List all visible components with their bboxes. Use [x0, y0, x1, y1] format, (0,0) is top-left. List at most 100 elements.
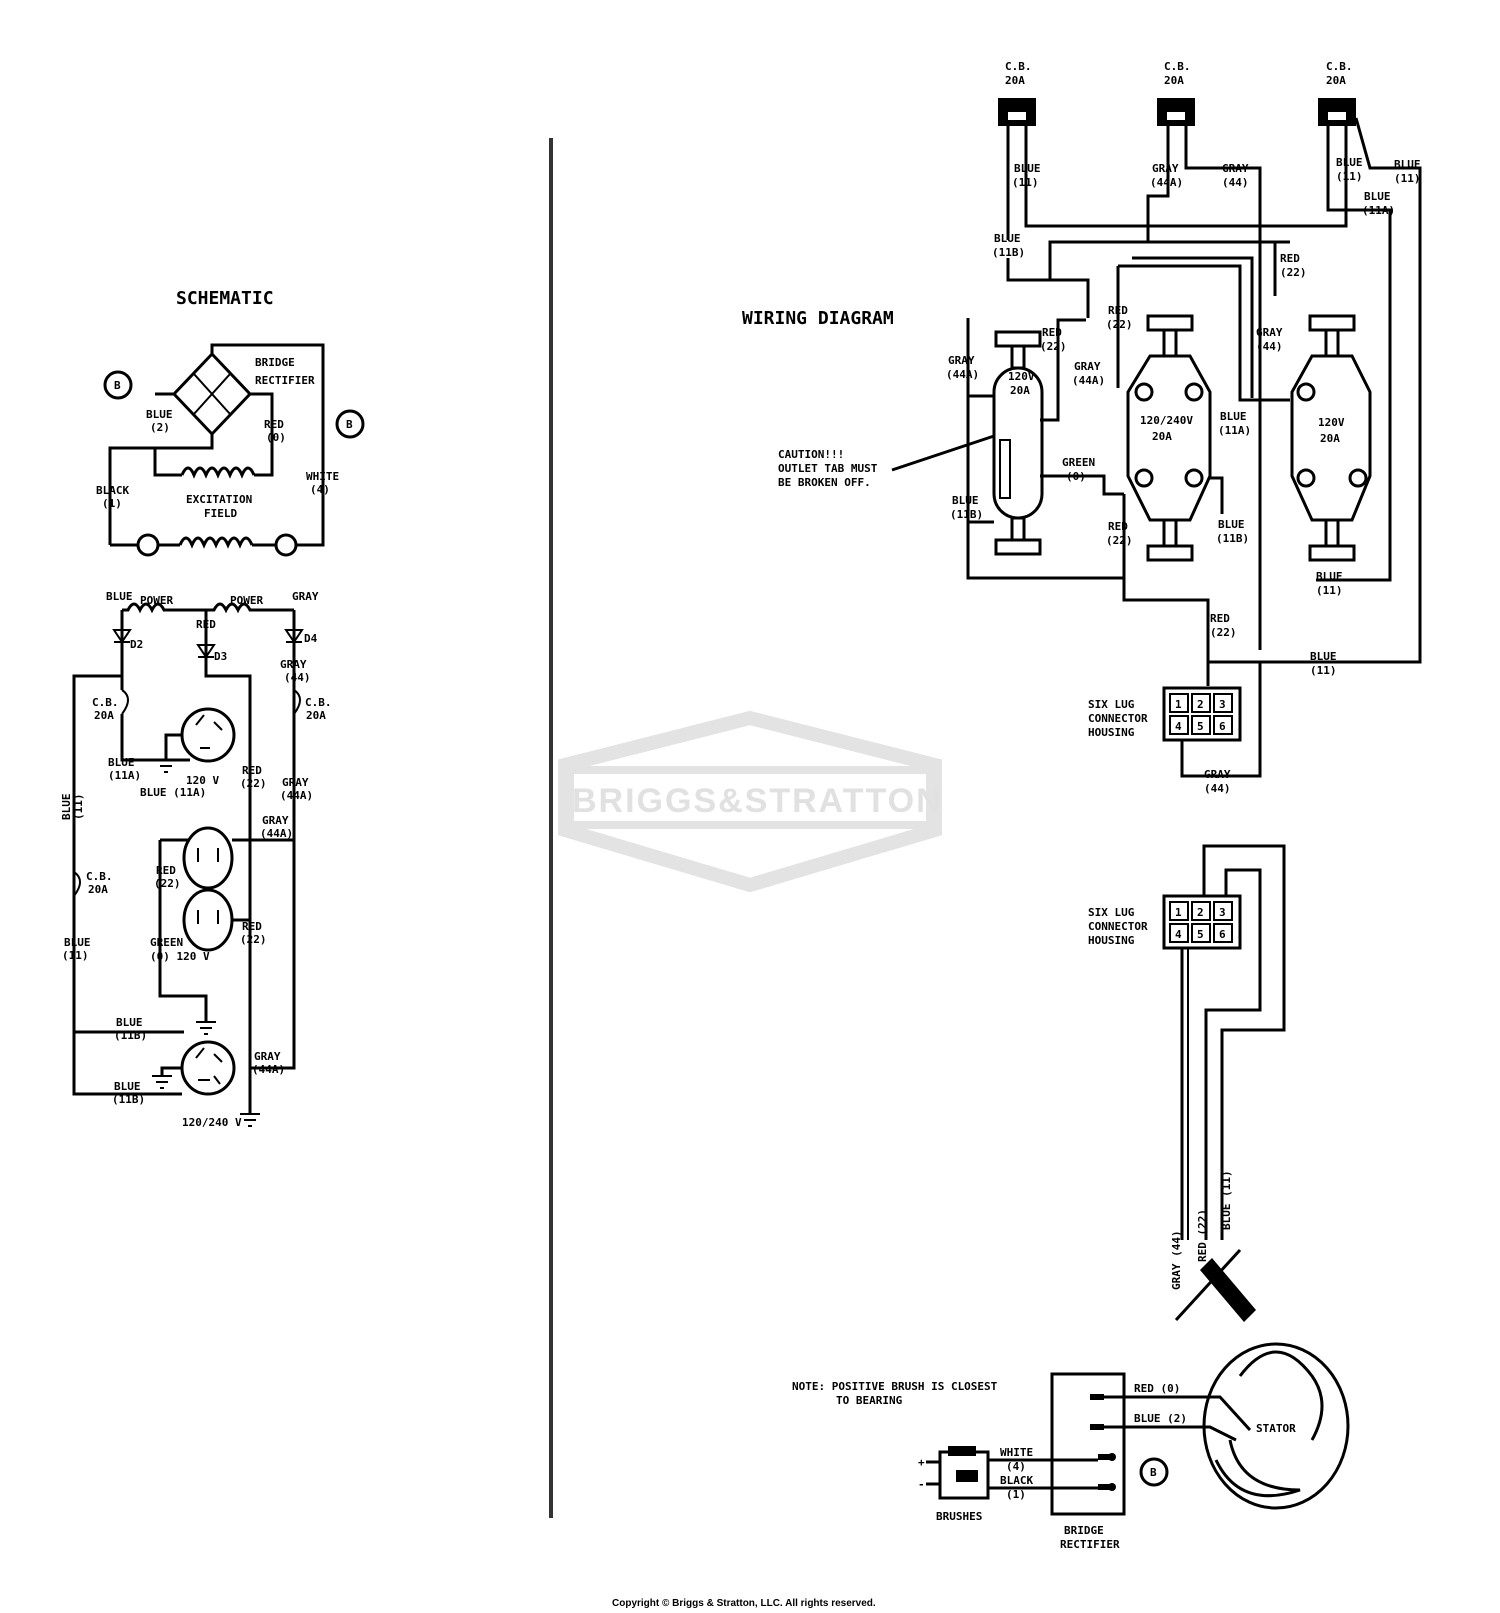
wire-label: (22): [240, 933, 267, 946]
wire-label: (11B): [1216, 532, 1249, 545]
wire-label: (11): [1316, 584, 1343, 597]
wire-label: BE BROKEN OFF.: [778, 476, 871, 489]
brushes-icon: + - BRUSHES: [918, 1446, 990, 1523]
wire-label: GRAY: [948, 354, 975, 367]
wire-label: GRAY: [1256, 326, 1283, 339]
wire-label: (0): [266, 431, 286, 444]
stator-icon: STATOR: [1202, 1342, 1350, 1510]
wire-label: (44A): [946, 368, 979, 381]
receptacle-icon: [180, 1040, 236, 1096]
wire-label: (2): [150, 421, 170, 434]
wire-label: 3: [1219, 906, 1226, 919]
wire-label: BLUE: [1336, 156, 1363, 169]
wire-label: BLUE: [64, 936, 91, 949]
wire-label: (44A): [260, 827, 293, 840]
brush-terminal: [274, 533, 298, 557]
wire-label: (11): [1336, 170, 1363, 183]
wiring-diagram: WIRING DIAGRAM C.B. 20A C.B. 20A C.B. 20…: [742, 60, 1422, 1551]
wire-label: GREEN: [150, 936, 183, 949]
receptacle-120v-1: 120V 20A: [992, 330, 1044, 556]
wire-label: BLUE: [1220, 410, 1247, 423]
wire-label: RED: [242, 920, 262, 933]
wire-label: BLUE: [114, 1080, 141, 1093]
schematic: SCHEMATIC BRIDGE RECTIFIER BLUE (2) RED …: [60, 288, 365, 1129]
wire-label: 6: [1219, 720, 1226, 733]
wire-label: 2: [1197, 698, 1204, 711]
wire-label: GRAY: [280, 658, 307, 671]
wire-label: BLUE (11A): [140, 786, 206, 799]
wire-label: EXCITATION: [186, 493, 252, 506]
wire-label: 120/240 V: [182, 1116, 242, 1129]
wire-label: RECTIFIER: [255, 374, 315, 387]
circuit-breaker-2: C.B. 20A: [1157, 60, 1195, 126]
wire-label: RED: [264, 418, 284, 431]
wire-label: 20A: [1320, 432, 1340, 445]
wire-label: SIX LUG: [1088, 906, 1135, 919]
wire-label: (0): [1066, 470, 1086, 483]
wire-label: BRIDGE: [1064, 1524, 1104, 1537]
wire-label: (11B): [992, 246, 1025, 259]
wire-label: (11): [62, 949, 89, 962]
wire-label: CONNECTOR: [1088, 712, 1148, 725]
wire-label: GRAY: [1152, 162, 1179, 175]
wire-label: 5: [1197, 928, 1204, 941]
wire-label: 20A: [306, 709, 326, 722]
wire-label: GRAY: [292, 590, 319, 603]
wire-label: 1: [1175, 906, 1182, 919]
circuit-breaker-icon: [293, 689, 301, 715]
wire-label: GREEN: [1062, 456, 1095, 469]
wire-label: C.B.: [1326, 60, 1353, 73]
wire-label: (22): [1040, 340, 1067, 353]
wire-label: D2: [130, 638, 143, 651]
wire-label: CONNECTOR: [1088, 920, 1148, 933]
wire-label: C.B.: [1005, 60, 1032, 73]
wire-label: B: [114, 379, 121, 392]
wire-label: 6: [1219, 928, 1226, 941]
wire-label: BLACK: [1000, 1474, 1033, 1487]
wire-label: 20A: [1326, 74, 1346, 87]
schematic-title: SCHEMATIC: [176, 288, 274, 309]
wire-label: (22): [1210, 626, 1237, 639]
wire-label: (22): [154, 877, 181, 890]
circuit-breaker-3: C.B. 20A: [1318, 60, 1356, 126]
bridge-rectifier: BRIDGE RECTIFIER: [1050, 1372, 1126, 1551]
wire-label: BRUSHES: [936, 1510, 982, 1523]
wire-label: GRAY: [262, 814, 289, 827]
wire-label: RED: [1280, 252, 1300, 265]
wire-label: 120 V: [186, 774, 219, 787]
wire-label: BLUE: [1394, 158, 1421, 171]
wire-label: BLUE: [994, 232, 1021, 245]
wire-label: CAUTION!!!: [778, 448, 844, 461]
wire-label: GRAY: [282, 776, 309, 789]
wire-label: 120V: [1008, 370, 1035, 383]
wire-label: BLUE: [116, 1016, 143, 1029]
wire-label: +: [918, 1456, 925, 1469]
wire-label: GRAY (44): [1170, 1230, 1183, 1290]
circuit-breaker-1: C.B. 20A: [998, 60, 1036, 126]
wire-label: (22): [1280, 266, 1307, 279]
wire-label: SIX LUG: [1088, 698, 1135, 711]
excitation-coil: [180, 466, 256, 479]
wire-label: (44A): [280, 789, 313, 802]
receptacle-120v-2: 120V 20A: [1290, 314, 1372, 562]
wire-label: 120V: [1318, 416, 1345, 429]
wire-label: 20A: [1152, 430, 1172, 443]
wire-label: 5: [1197, 720, 1204, 733]
wire-label: 20A: [88, 883, 108, 896]
wire-label: RECTIFIER: [1060, 1538, 1120, 1551]
field-coil: [178, 536, 254, 549]
wire-label: 20A: [1164, 74, 1184, 87]
wire-label: GRAY: [1222, 162, 1249, 175]
wire-label: HOUSING: [1088, 726, 1135, 739]
wire-label: C.B.: [305, 696, 332, 709]
wire-label: (11B): [112, 1093, 145, 1106]
wire-label: RED: [1108, 304, 1128, 317]
wire-label: (4): [310, 483, 330, 496]
wire-label: BLUE: [146, 408, 173, 421]
copyright-notice: Copyright © Briggs & Stratton, LLC. All …: [612, 1598, 876, 1609]
wiring-diagram-title: WIRING DIAGRAM: [742, 308, 894, 329]
wire-label: BLUE: [108, 756, 135, 769]
wire-label: C.B.: [86, 870, 113, 883]
wire-label: RED: [156, 864, 176, 877]
